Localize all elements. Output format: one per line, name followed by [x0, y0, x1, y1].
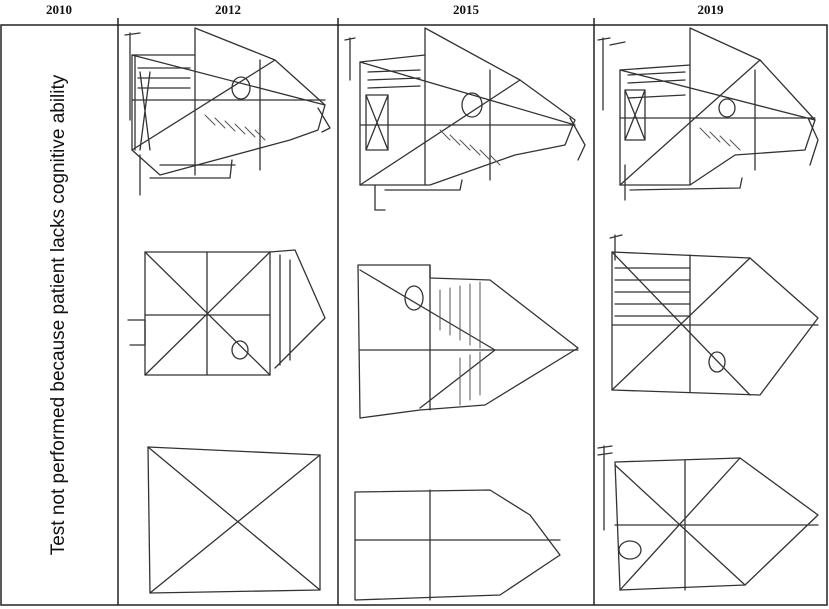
- drawing-2012-2: [127, 249, 326, 376]
- note-text: Test not performed because patient lacks…: [48, 74, 69, 556]
- drawing-2019-3: [597, 445, 819, 591]
- drawing-2019-1: [597, 27, 819, 201]
- header-2019: 2019: [697, 2, 724, 17]
- drawing-2019-2: [609, 234, 819, 396]
- drawing-2015-1: [344, 27, 586, 211]
- drawing-2015-2: [357, 264, 579, 419]
- table-border: [0, 24, 828, 606]
- drawing-2012-1: [124, 27, 331, 196]
- header-2010: 2010: [46, 2, 72, 17]
- cell-2010-note: Test not performed because patient lacks…: [0, 25, 118, 605]
- drawing-2015-3: [354, 489, 561, 601]
- header-2015: 2015: [453, 2, 479, 17]
- drawing-2012-3: [147, 446, 321, 594]
- header-2012: 2012: [215, 2, 241, 17]
